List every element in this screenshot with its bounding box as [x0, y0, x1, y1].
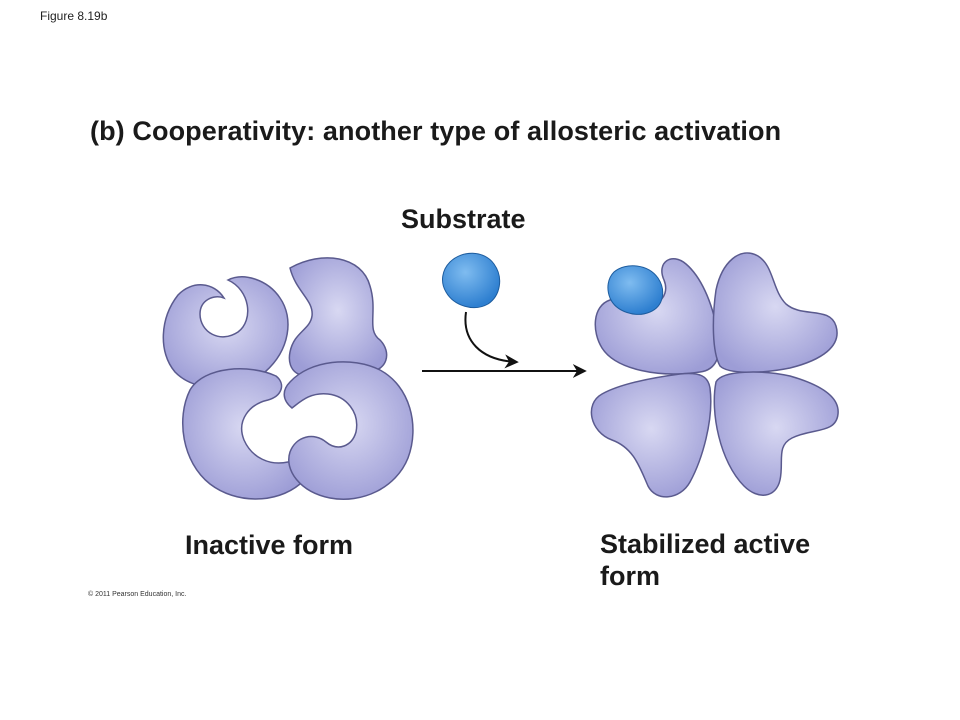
diagram-title: (b) Cooperativity: another type of allos… — [90, 116, 782, 146]
active-subunit-bottom-right — [713, 371, 839, 496]
stabilized-active-form-label: Stabilized active form — [600, 529, 811, 591]
figure-label: Figure 8.19b — [40, 9, 108, 23]
inactive-form-label: Inactive form — [185, 530, 354, 560]
active-subunit-bottom-left — [590, 372, 712, 498]
substrate-molecule — [442, 252, 501, 308]
active-subunit-top-right — [712, 252, 838, 374]
inactive-subunit-bottom-left — [182, 368, 306, 500]
bound-substrate-molecule — [607, 265, 664, 315]
inactive-subunit-top-right — [288, 257, 388, 376]
inactive-subunit-top-left — [162, 276, 289, 389]
substrate-label: Substrate — [401, 204, 526, 234]
copyright-notice: © 2011 Pearson Education, Inc. — [88, 591, 187, 598]
substrate-binding-arrow — [464, 311, 519, 369]
inactive-enzyme — [162, 257, 414, 500]
active-enzyme — [590, 252, 839, 498]
inactive-subunit-bottom-right — [283, 361, 414, 500]
